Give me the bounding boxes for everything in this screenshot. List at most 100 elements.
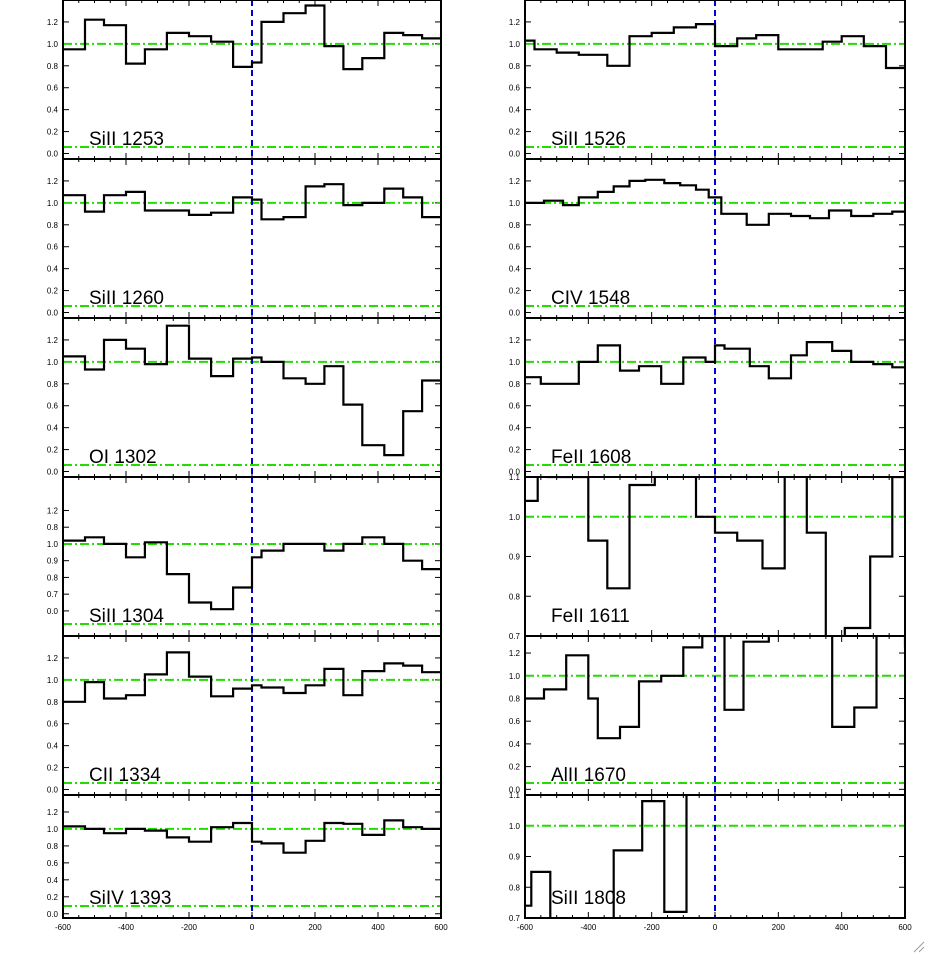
y-tick-label: 1.0	[509, 513, 521, 522]
y-tick-label: 1.2	[47, 654, 59, 663]
y-tick-label: 0.6	[47, 243, 59, 252]
y-tick-label: 0.9	[47, 557, 59, 566]
y-tick-label: 0.0	[509, 785, 521, 794]
y-tick-label: 0.8	[509, 221, 521, 230]
ion-label: SiII 1260	[89, 288, 164, 309]
ion-label: SiII 1526	[551, 129, 626, 150]
y-tick-label: 0.2	[47, 287, 59, 296]
y-tick-label: 0.4	[47, 742, 59, 751]
y-tick-label: 0.2	[47, 764, 59, 773]
x-tick-label: 400	[835, 923, 849, 932]
x-tick-label: 200	[772, 923, 786, 932]
y-tick-label: 0.0	[47, 150, 59, 159]
ion-label: SiIV 1393	[89, 888, 171, 909]
y-tick-label: 0.0	[509, 150, 521, 159]
resize-grip-icon[interactable]	[911, 939, 925, 953]
y-tick-label: 0.8	[509, 380, 521, 389]
y-tick-label: 0.0	[47, 468, 59, 477]
x-tick-label: 0	[713, 923, 718, 932]
y-tick-label: 1.2	[47, 177, 59, 186]
ion-label: OI 1302	[89, 447, 157, 468]
y-tick-label: 1.2	[47, 808, 59, 817]
y-tick-label: 1.0	[509, 822, 521, 831]
y-tick-label: 0.8	[509, 592, 521, 601]
y-tick-label: 0.8	[47, 842, 59, 851]
y-tick-label: 0.0	[47, 910, 59, 919]
y-tick-label: 0.8	[47, 380, 59, 389]
x-tick-label: 400	[371, 923, 385, 932]
y-tick-label: 0.8	[47, 523, 59, 532]
y-tick-label: 0.2	[509, 763, 521, 772]
x-tick-label: 200	[308, 923, 322, 932]
y-tick-label: 0.2	[47, 446, 59, 455]
y-tick-label: 0.6	[47, 402, 59, 411]
y-tick-label: 0.0	[509, 309, 521, 318]
y-tick-label: 0.9	[509, 853, 521, 862]
y-tick-label: 1.2	[509, 649, 521, 658]
ion-label: CII 1334	[89, 765, 161, 786]
y-tick-label: 1.2	[509, 177, 521, 186]
y-tick-label: 0.4	[509, 740, 521, 749]
y-tick-label: 1.0	[47, 825, 59, 834]
y-tick-label: 1.1	[509, 791, 521, 800]
x-tick-label: -200	[181, 923, 198, 932]
y-tick-label: 0.4	[47, 265, 59, 274]
y-tick-label: 0.4	[47, 106, 59, 115]
y-tick-label: 0.6	[509, 717, 521, 726]
y-tick-label: 1.2	[47, 18, 59, 27]
y-tick-label: 0.8	[47, 62, 59, 71]
ion-label: SiII 1253	[89, 129, 164, 150]
ion-label: AlII 1670	[551, 765, 626, 786]
y-tick-label: 0.4	[47, 424, 59, 433]
y-tick-label: 1.0	[47, 358, 59, 367]
ion-label: SiII 1304	[89, 606, 164, 627]
y-tick-label: 1.0	[509, 358, 521, 367]
y-tick-label: 0.8	[47, 221, 59, 230]
spectrum-trace	[63, 183, 441, 221]
y-tick-label: 1.2	[509, 18, 521, 27]
spectrum-trace	[63, 819, 441, 854]
y-tick-label: 1.2	[47, 336, 59, 345]
ion-label: FeII 1608	[551, 447, 631, 468]
x-tick-label: -400	[118, 923, 135, 932]
y-tick-label: 1.0	[47, 199, 59, 208]
y-tick-label: 0.8	[509, 883, 521, 892]
y-tick-label: 0.0	[47, 607, 59, 616]
spectrum-trace	[63, 651, 441, 703]
spectrum-trace	[525, 23, 905, 70]
spectrum-trace	[525, 178, 905, 226]
panel-frame	[62, 794, 442, 919]
spectrum-trace	[525, 636, 905, 740]
y-tick-label: 1.1	[509, 473, 521, 482]
x-tick-label: 600	[434, 923, 448, 932]
y-tick-label: 0.6	[47, 859, 59, 868]
y-tick-label: 1.2	[509, 336, 521, 345]
x-tick-label: -600	[55, 923, 72, 932]
x-tick-label: -400	[580, 923, 597, 932]
x-tick-label: -200	[644, 923, 661, 932]
y-tick-label: 0.2	[509, 128, 521, 137]
y-tick-label: 0.4	[47, 876, 59, 885]
y-tick-label: 0.0	[509, 468, 521, 477]
y-tick-label: 0.6	[509, 402, 521, 411]
y-tick-label: 0.7	[509, 914, 521, 923]
ion-label: CIV 1548	[551, 288, 630, 309]
y-tick-label: 1.0	[47, 676, 59, 685]
x-tick-label: -600	[517, 923, 534, 932]
y-tick-label: 0.7	[47, 590, 59, 599]
y-tick-label: 0.0	[47, 786, 59, 795]
y-tick-label: 0.0	[47, 309, 59, 318]
spectrum-trace	[525, 477, 905, 636]
y-tick-label: 0.2	[47, 128, 59, 137]
panel-frame	[524, 794, 906, 919]
